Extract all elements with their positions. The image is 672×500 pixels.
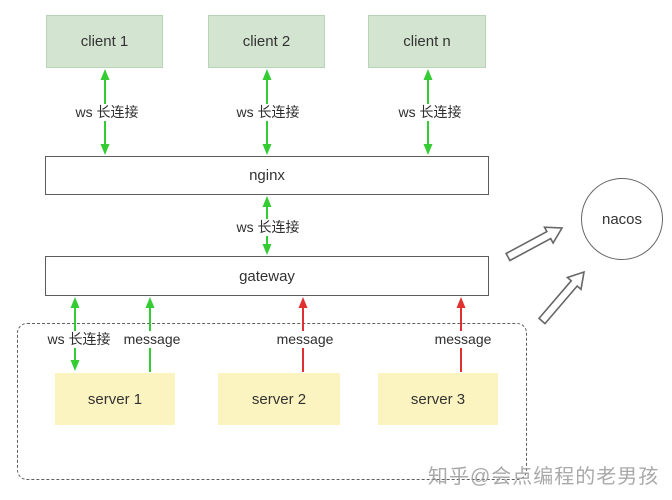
edge-label-ws-client-1: ws 长连接 — [72, 104, 142, 121]
client-n-node: client n — [368, 15, 486, 68]
register-arrow-gateway-nacos — [505, 226, 564, 262]
edge-label-ws-client-2: ws 长连接 — [233, 104, 303, 121]
client-1-node: client 1 — [46, 15, 163, 68]
edge-label-message-server-2: message — [273, 331, 337, 348]
server-2-label: server 2 — [251, 390, 307, 408]
nacos-node: nacos — [581, 178, 663, 260]
server-1-label: server 1 — [87, 390, 143, 408]
edge-label-message-server-1: message — [120, 331, 184, 348]
client-2-label: client 2 — [242, 33, 291, 50]
server-1-node: server 1 — [55, 373, 175, 425]
edge-label-ws-server-1: ws 长连接 — [44, 331, 114, 348]
server-cluster-container — [17, 323, 527, 480]
client-1-label: client 1 — [80, 33, 129, 50]
server-3-node: server 3 — [378, 373, 498, 425]
server-2-node: server 2 — [218, 373, 340, 425]
client-n-label: client n — [403, 33, 451, 50]
edge-label-ws-client-n: ws 长连接 — [395, 104, 465, 121]
nacos-label: nacos — [601, 210, 643, 228]
gateway-label: gateway — [239, 267, 295, 285]
client-2-node: client 2 — [208, 15, 325, 68]
server-3-label: server 3 — [410, 390, 466, 408]
register-arrow-servers-nacos — [537, 270, 586, 325]
nginx-node: nginx — [45, 156, 489, 195]
watermark: 知乎@会点编程的老男孩 — [428, 466, 660, 488]
gateway-node: gateway — [45, 256, 489, 296]
edge-label-message-server-3: message — [431, 331, 495, 348]
edge-label-ws-nginx-gateway: ws 长连接 — [233, 219, 303, 236]
nginx-label: nginx — [249, 167, 285, 184]
